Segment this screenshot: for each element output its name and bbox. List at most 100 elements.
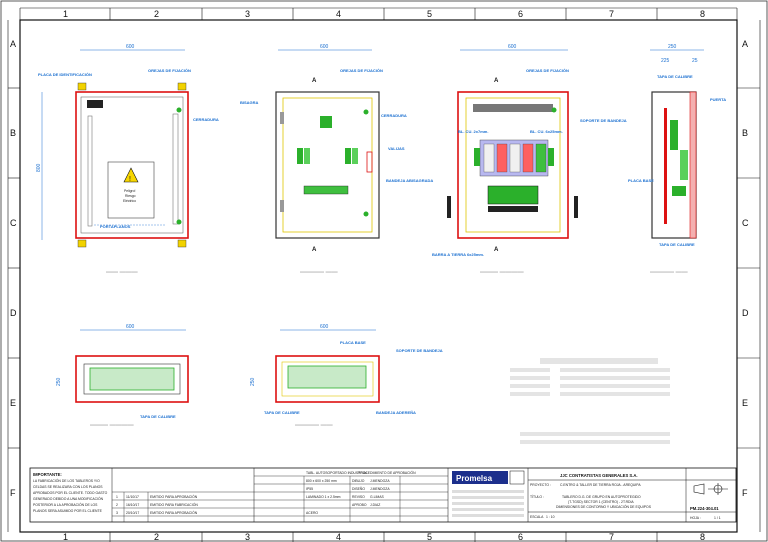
side-width-dim: 250 (668, 44, 677, 50)
title-line-1: TABLERO D.G. DE GRUPO EN AUTOPROTEGIDO (562, 495, 641, 499)
bottom-mid-label-tray: BANDEJA ADEREÑA (376, 410, 416, 415)
interior-section-top: A (494, 78, 499, 84)
revision-1-number: 1 (116, 495, 118, 499)
revision-2-number: 2 (116, 503, 118, 507)
notes-title: IMPORTANTE: (33, 472, 62, 477)
interior-label-bl-left: BL. CU. 2x7mm. (458, 129, 488, 134)
approval-1-name: J.MENDOZA (370, 479, 390, 483)
front-view: 600 800 ! Peligro! Riesgo Eléctrico PLAC… (36, 44, 219, 248)
revision-3-desc: EMITIDO PARA APROBACIÓN (150, 510, 198, 515)
company-name: Promelsa (456, 474, 493, 483)
ghost-label-3: ▬▬▬ ▬▬▬▬ (480, 269, 524, 275)
identification-plate (87, 100, 103, 108)
revision-3-date: 20/10/17 (126, 511, 139, 515)
grid-col-3-bottom: 3 (245, 532, 250, 542)
side-enclosure (651, 91, 697, 239)
spec-header: TABL. AUTOSOPORTADO INDUSTRIAL (306, 471, 368, 475)
project-label: PROYECTO : (530, 483, 551, 487)
grid-row-b-right: B (742, 128, 748, 138)
front-label-ears: OREJAS DE FIJACIÓN (148, 68, 191, 73)
grid-col-3: 3 (245, 9, 250, 19)
bottom-mid-width-dim: 600 (320, 324, 329, 330)
grid-row-f: F (10, 488, 16, 498)
revision-1-desc: EMITIDO PARA APROBACIÓN (150, 494, 198, 499)
scale-value: 1 : 10 (546, 515, 555, 519)
grid-row-a-right: A (742, 39, 748, 49)
grid-col-8: 8 (700, 9, 705, 19)
spec-size: 800 x 600 x 250 mm (306, 479, 337, 483)
interior-width-dim: 600 (508, 44, 517, 50)
bottom-left-height-dim: 250 (56, 377, 62, 386)
bottom-left-width-dim: 600 (126, 324, 135, 330)
ghost-label-4: ▬▬▬▬ ▬▬ (650, 269, 688, 275)
side-view: 250 225 25 TAPA DE CALIBRE PUERTA PLACA … (628, 44, 726, 247)
title-line-2: (T-TGSD) SECTOR 1 (CENTRO) - 2T.RDIA (568, 500, 634, 504)
front-width-dim: 600 (126, 44, 135, 50)
approval-1-role: DIBUJO (352, 479, 365, 483)
notes-line-2: CELDAS SE REALIZARA CON LOS PLANOS (33, 485, 103, 489)
spec-ip: IP55 (306, 487, 313, 491)
front-label-plan-holder: PORTAPLANOS (100, 224, 131, 229)
approval-2-name: J.MENDOZA (370, 487, 390, 491)
grid-row-b: B (10, 128, 16, 138)
projection-symbol-icon (693, 483, 728, 495)
side-label-base: PLACA BASE (628, 178, 654, 183)
interior-label-ground: BARRA A TIERRA 6x25mm. (432, 252, 484, 257)
sheet-number: 1 / 1 (714, 516, 721, 520)
grid-col-7-bottom: 7 (609, 532, 614, 542)
bottom-mid-view: 600 250 PLACA BASE SOPORTE DE BANDEJA TA… (250, 324, 443, 415)
warning-line-3: Eléctrico (123, 199, 136, 203)
door-label-lock: CERRADURA (381, 113, 407, 118)
revision-3-number: 3 (116, 511, 118, 515)
plan-number: PM.224-304.01 (690, 506, 719, 511)
door-enclosure (275, 91, 380, 239)
grid-row-e: E (10, 398, 16, 408)
inner-frame (19, 19, 738, 533)
grid-col-5-bottom: 5 (427, 532, 432, 542)
bottom-mid-label-base: PLACA BASE (340, 340, 366, 345)
grid-row-e-right: E (742, 398, 748, 408)
interior-label-tray-support: SOPORTE DE BANDEJA (580, 118, 627, 123)
side-width-dim-door: 25 (692, 58, 698, 64)
notes-line-6: PLANOS SERA ASUMIDO POR EL CLIENTE (33, 509, 103, 513)
interior-section-bottom: A (494, 247, 499, 253)
revision-1-date: 11/10/17 (126, 495, 139, 499)
grid-row-a: A (10, 39, 16, 49)
bottom-mid-height-dim: 250 (250, 377, 256, 386)
grid-col-8-bottom: 8 (700, 532, 705, 542)
grid-col-1: 1 (63, 9, 68, 19)
grid-col-4: 4 (336, 9, 341, 19)
side-label-door: PUERTA (710, 97, 726, 102)
ghost-label-5: ▬▬▬ ▬▬▬▬ (90, 422, 134, 428)
spec-material: LAMINADO 1 x 2.5mm (306, 495, 341, 499)
interior-door-view: 600 A A BISAGRA OREJAS DE FIJACIÓN CERRA… (240, 44, 433, 253)
notes-line-4: GENERADO DEBIDO A UNA MODIFICACIÓN (33, 496, 104, 501)
front-height-dim: 800 (36, 163, 42, 172)
side-width-dim-inner: 225 (661, 58, 670, 64)
scale-label: ESCALA (530, 515, 544, 519)
ghost-label-1: ▬▬ ▬▬▬ (106, 269, 138, 275)
svg-text:!: ! (129, 176, 131, 183)
notes-line-3: APROBADOS POR EL CLIENTE. TODO GASTO (33, 491, 108, 495)
interior-label-ears: OREJAS DE FIJACIÓN (526, 68, 569, 73)
faint-notes (510, 358, 670, 444)
door-section-bottom: A (312, 247, 317, 253)
ghost-label-2: ▬▬▬▬ ▬▬ (300, 269, 338, 275)
front-label-lock: CERRADURA (193, 117, 219, 122)
bottom-left-view: 600 250 TAPA DE CALIBRE (56, 324, 189, 419)
certification-seal (509, 470, 525, 485)
grid-row-d-right: D (742, 308, 749, 318)
grid-row-c: C (10, 218, 17, 228)
side-label-cap-bottom: TAPA DE CALIBRE (659, 242, 695, 247)
bottom-mid-label-tray-support: SOPORTE DE BANDEJA (396, 348, 443, 353)
grid-row-c-right: C (742, 218, 749, 228)
grid-col-5: 5 (427, 9, 432, 19)
grid-col-6: 6 (518, 9, 523, 19)
sheet-label: HOJA : (690, 516, 701, 520)
grid-row-f-right: F (742, 488, 748, 498)
title-block (29, 467, 737, 523)
bottom-mid-label-cap: TAPA DE CALIBRE (264, 410, 300, 415)
warning-line-1: Peligro! (124, 189, 136, 193)
column-ticks (7, 7, 761, 542)
